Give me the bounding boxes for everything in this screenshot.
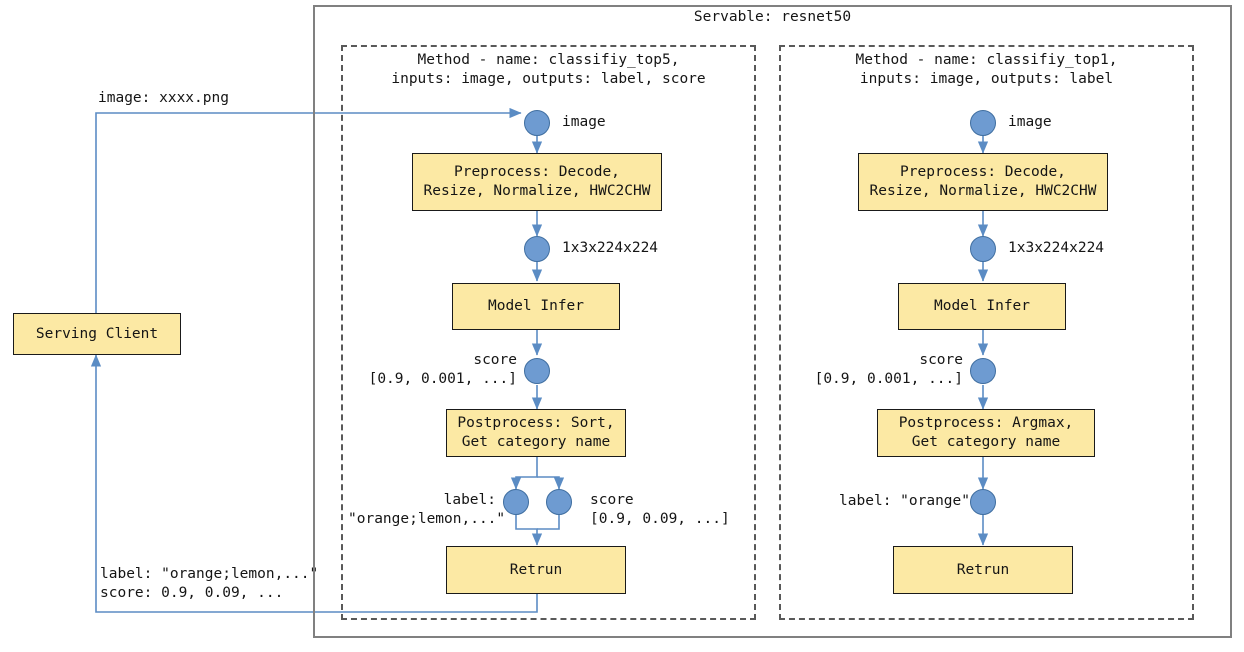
postprocess-label-top5: Postprocess: Sort, Get category name <box>457 415 615 450</box>
model-infer-label-top1: Model Infer <box>933 298 1031 314</box>
return-box-top1: Retrun <box>893 546 1073 594</box>
return-box-top5: Retrun <box>446 546 626 594</box>
port-image-label-top5: image <box>562 114 606 130</box>
out-label-left-top1: label: "orange" <box>839 493 970 509</box>
postprocess-box-top5: Postprocess: Sort, Get category name <box>446 409 626 457</box>
response-label: label: "orange;lemon,..." score: 0.9, 0.… <box>100 566 319 601</box>
postprocess-label-top1: Postprocess: Argmax, Get category name <box>898 415 1074 450</box>
score-label-top5: score [0.9, 0.001, ...] <box>368 352 517 387</box>
model-infer-box-top5: Model Infer <box>452 283 620 330</box>
method-box-classify-top5 <box>341 45 756 620</box>
method-box-classify-top1 <box>779 45 1194 620</box>
preprocess-box-top1: Preprocess: Decode, Resize, Normalize, H… <box>858 153 1108 211</box>
port-score-top5 <box>524 358 550 384</box>
preprocess-label-top1: Preprocess: Decode, Resize, Normalize, H… <box>869 164 1097 199</box>
serving-client-box: Serving Client <box>13 313 181 355</box>
return-label-top1: Retrun <box>956 561 1010 578</box>
port-image-top1 <box>970 110 996 136</box>
postprocess-box-top1: Postprocess: Argmax, Get category name <box>877 409 1095 457</box>
port-label-out-top5 <box>503 489 529 515</box>
port-image-label-top1: image <box>1008 114 1052 130</box>
method-header-top5: Method - name: classifiy_top5, inputs: i… <box>391 52 706 87</box>
servable-title: Servable: resnet50 <box>693 9 852 25</box>
score-label-top1: score [0.9, 0.001, ...] <box>814 352 963 387</box>
port-score-top1 <box>970 358 996 384</box>
out-label-right-top5: score [0.9, 0.09, ...] <box>590 492 730 527</box>
model-infer-label-top5: Model Infer <box>487 298 585 314</box>
preprocess-label-top5: Preprocess: Decode, Resize, Normalize, H… <box>423 164 651 199</box>
preprocess-box-top5: Preprocess: Decode, Resize, Normalize, H… <box>412 153 662 211</box>
servable-container <box>313 5 1232 638</box>
port-tensor-top5 <box>524 236 550 262</box>
port-label-out-top1 <box>970 489 996 515</box>
serving-client-label: Serving Client <box>35 325 159 342</box>
port-score-out-top5 <box>546 489 572 515</box>
port-image-top5 <box>524 110 550 136</box>
tensor-label-top5: 1x3x224x224 <box>562 240 659 256</box>
request-label: image: xxxx.png <box>98 90 229 106</box>
tensor-label-top1: 1x3x224x224 <box>1008 240 1105 256</box>
method-header-top1: Method - name: classifiy_top1, inputs: i… <box>855 52 1118 87</box>
return-label-top5: Retrun <box>509 561 563 578</box>
port-tensor-top1 <box>970 236 996 262</box>
model-infer-box-top1: Model Infer <box>898 283 1066 330</box>
out-label-left-top5: label: "orange;lemon,..." <box>348 492 506 527</box>
